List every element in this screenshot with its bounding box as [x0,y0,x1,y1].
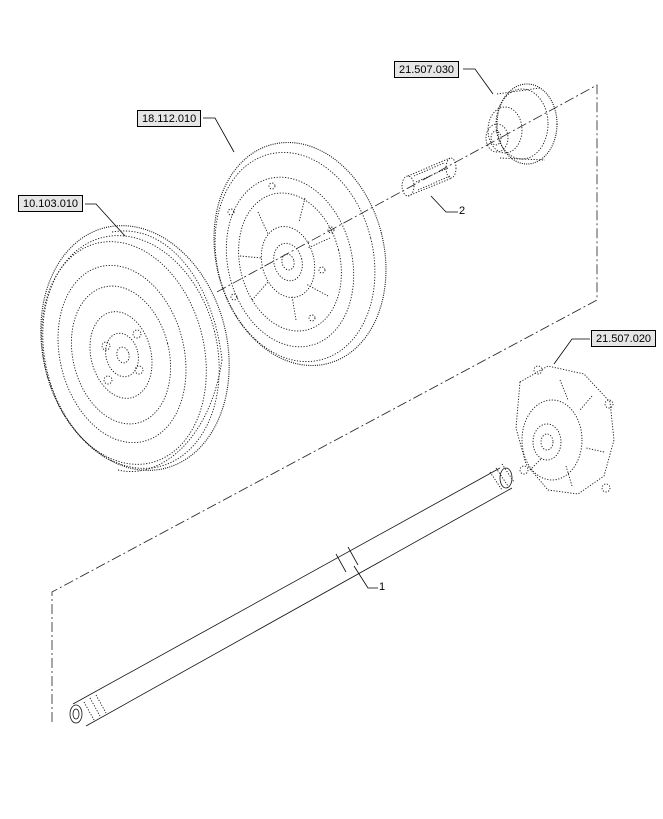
ref-label-housing: 21.507.020 [591,330,657,347]
item-number-coupler: 2 [459,205,466,217]
flywheel-drawing [40,225,230,472]
ref-label-flywheel: 10.103.010 [18,195,84,212]
housing-drawing [515,365,615,495]
item-number-shaft: 1 [379,581,386,593]
coupler-drawing [401,157,457,197]
assembly-axis-line [51,84,598,722]
ref-label-gear: 21.507.030 [394,61,460,78]
shaft-drawing [69,463,515,727]
ref-label-damper: 18.112.010 [137,110,202,127]
damper-plate-drawing [213,141,387,367]
leader-lines [85,68,590,589]
gear-drawing [485,83,558,165]
